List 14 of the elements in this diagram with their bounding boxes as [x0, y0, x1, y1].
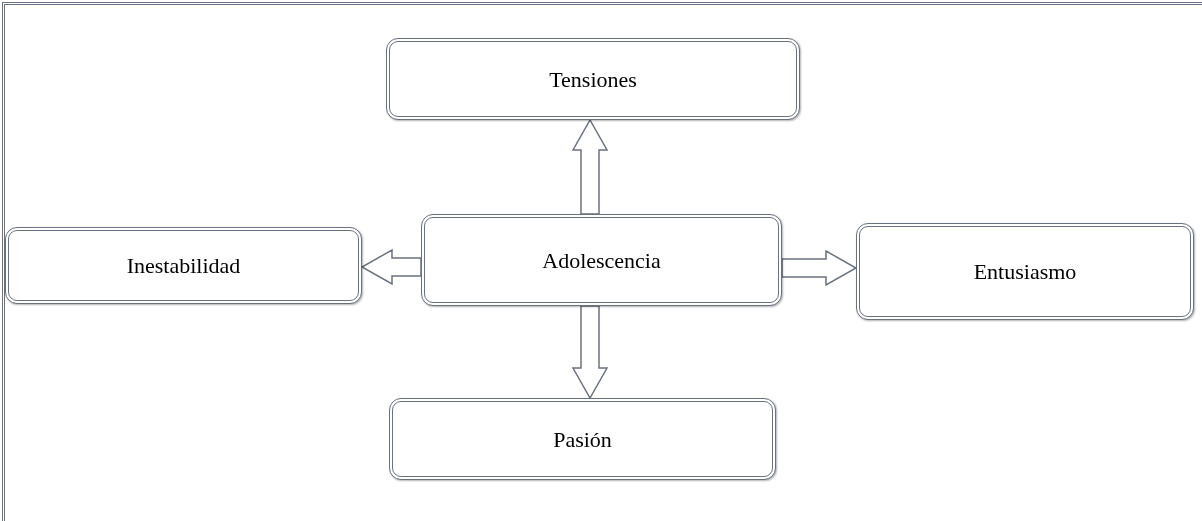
block-arrow: [360, 248, 422, 286]
rounded-box: [856, 223, 1194, 320]
rounded-box: [389, 398, 776, 480]
rounded-box: [421, 214, 782, 306]
block-arrow: [781, 249, 858, 287]
box-label: Adolescencia: [542, 246, 661, 275]
block-arrow: [571, 305, 609, 400]
block-arrow: [571, 118, 609, 215]
box-label: Pasión: [553, 425, 612, 454]
rounded-box: [386, 38, 800, 120]
box-label: Entusiasmo: [973, 258, 1077, 286]
rounded-box: [5, 227, 362, 304]
box-label: Tensiones: [549, 65, 637, 94]
box-label: Inestabilidad: [126, 252, 241, 280]
